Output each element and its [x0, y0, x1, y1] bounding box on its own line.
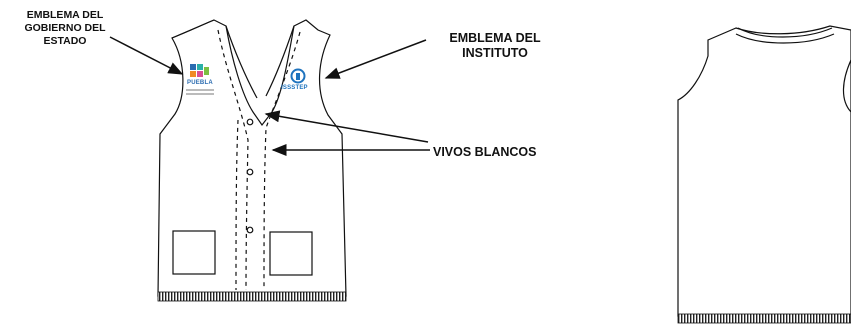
institute-emblem — [290, 68, 306, 84]
front-vest-pocket-left — [172, 230, 216, 275]
label-line: EMBLEMA DEL — [449, 31, 541, 45]
front-vest-collar — [225, 25, 295, 99]
state-emblem — [186, 64, 214, 95]
white-piping-center — [235, 119, 239, 291]
label-state-emblem: EMBLEMA DEL GOBIERNO DEL ESTADO — [6, 9, 124, 47]
white-piping-right — [263, 31, 301, 291]
institute-emblem-text: ISSSTEP — [281, 85, 308, 91]
white-piping-left — [217, 29, 249, 291]
button — [246, 226, 254, 234]
arrow-to-state-emblem — [109, 36, 184, 75]
label-line: INSTITUTO — [462, 46, 528, 61]
arrow-to-institute-emblem — [324, 39, 427, 79]
label-line: EMBLEMA DEL — [26, 9, 104, 21]
label-white-piping: VIVOS BLANCOS — [433, 145, 537, 159]
label-institute-emblem: EMBLEMA DEL INSTITUTO — [428, 31, 562, 62]
arrow-to-piping-upper — [264, 110, 429, 143]
front-vest-ribbed-hem — [157, 291, 347, 302]
front-vest — [157, 19, 347, 302]
back-vest-ribbed-hem — [677, 313, 851, 324]
back-vest-body — [677, 25, 851, 317]
label-line: ESTADO — [43, 34, 87, 47]
button — [246, 118, 254, 126]
back-vest-collar — [735, 27, 835, 44]
back-vest — [677, 25, 851, 324]
button — [246, 168, 254, 176]
front-vest-pocket-right — [269, 231, 313, 276]
label-line: GOBIERNO DEL — [24, 21, 106, 34]
state-emblem-text: PUEBLA — [187, 80, 213, 86]
